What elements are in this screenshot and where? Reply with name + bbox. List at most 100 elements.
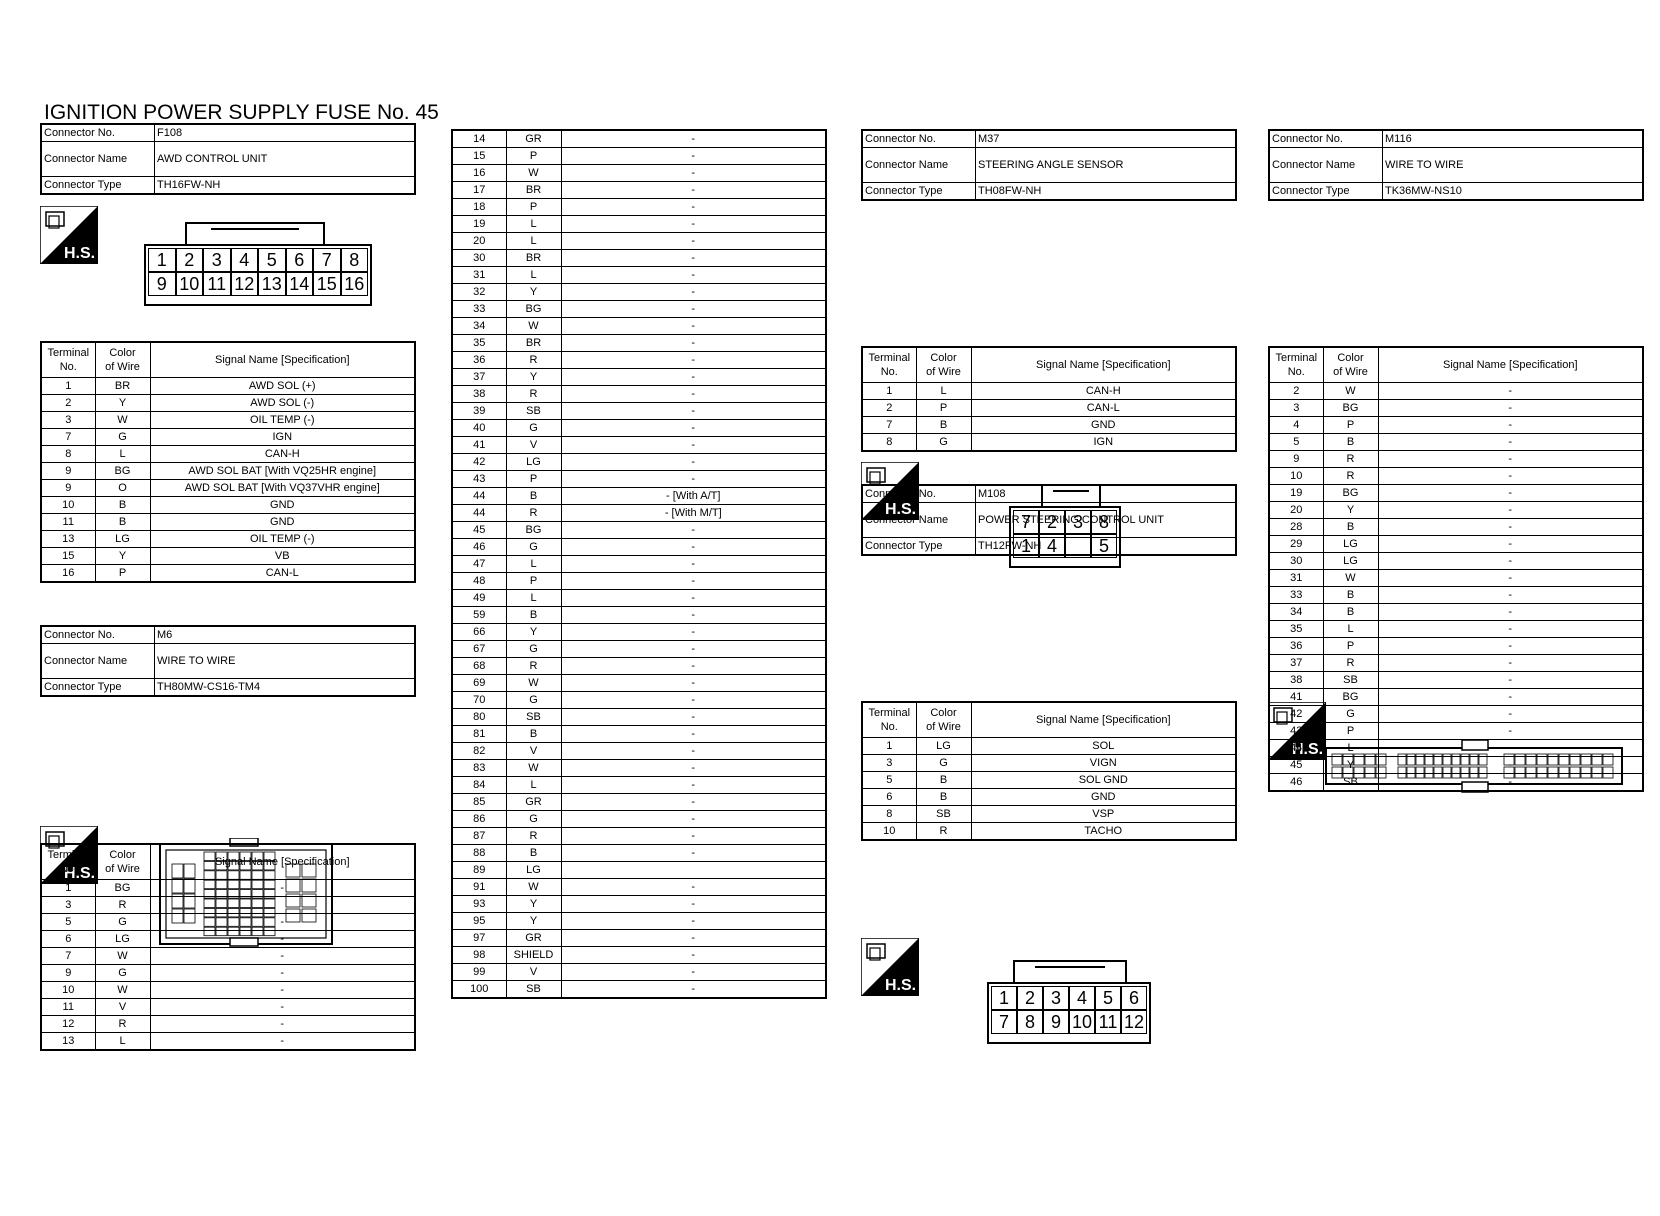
- terminal-cell: 19: [451, 215, 507, 233]
- harness-side-icon: H.S.: [40, 206, 98, 264]
- signal-name-cell: -: [149, 1015, 416, 1033]
- terminal-cell: 34: [451, 317, 507, 335]
- terminal-cell: 42: [1268, 705, 1324, 723]
- signal-name-cell: -: [1377, 705, 1644, 723]
- terminal-cell: 1: [40, 377, 96, 395]
- terminal-cell: 44: [451, 504, 507, 522]
- terminal-cell: 98: [451, 946, 507, 964]
- terminal-cell: 99: [451, 963, 507, 981]
- connector-type-value: TH16FW-NH: [154, 176, 416, 195]
- connector-pin: 4: [1069, 986, 1095, 1010]
- wire-color-cell: W: [505, 164, 562, 182]
- terminal-cell: 19: [1268, 484, 1324, 502]
- signal-name-cell: IGN: [970, 433, 1237, 452]
- signal-name-cell: -: [149, 998, 416, 1016]
- signal-name-cell: -: [560, 963, 827, 981]
- wire-color-cell: B: [915, 771, 972, 789]
- wire-color-cell: LG: [915, 737, 972, 755]
- connector-no-label: Connector No.: [40, 625, 155, 644]
- connector-pin: 11: [1095, 1010, 1121, 1034]
- connector-pin: 9: [1043, 1010, 1069, 1034]
- signal-name-cell: -: [1377, 467, 1644, 485]
- wire-color-cell: W: [94, 981, 151, 999]
- signal-name-cell: -: [1377, 484, 1644, 502]
- connector-name-value: STEERING ANGLE SENSOR: [975, 147, 1237, 183]
- wire-color-cell: G: [94, 964, 151, 982]
- wire-color-cell: W: [94, 411, 151, 429]
- wire-color-cell: G: [915, 433, 972, 452]
- signal-name-cell: IGN: [149, 428, 416, 446]
- signal-name-cell: -: [1377, 739, 1644, 757]
- connector-pin: 2: [1017, 986, 1043, 1010]
- wire-color-cell: R: [1322, 450, 1379, 468]
- wire-color-cell: L: [1322, 739, 1379, 757]
- connector-name-label: Connector Name: [1268, 147, 1383, 183]
- signal-name-cell: VB: [149, 547, 416, 565]
- signal-name-cell: -: [1377, 671, 1644, 689]
- wire-color-cell: L: [505, 266, 562, 284]
- wire-color-cell: B: [505, 725, 562, 743]
- wire-color-cell: GR: [505, 129, 562, 148]
- wire-color-cell: R: [94, 1015, 151, 1033]
- terminal-cell: 33: [451, 300, 507, 318]
- signal-name-cell: AWD SOL (-): [149, 394, 416, 412]
- terminal-cell: 38: [451, 385, 507, 403]
- svg-text:H.S.: H.S.: [885, 977, 916, 994]
- signal-name-cell: -: [560, 725, 827, 743]
- terminal-cell: 15: [451, 147, 507, 165]
- wire-color-cell: BR: [94, 377, 151, 395]
- connector-type-value: TH80MW-CS16-TM4: [154, 678, 416, 697]
- connector-pin: 5: [1095, 986, 1121, 1010]
- terminal-cell: 37: [1268, 654, 1324, 672]
- terminal-cell: 17: [451, 181, 507, 199]
- terminal-cell: 13: [40, 1032, 96, 1051]
- signal-name-cell: -: [560, 980, 827, 999]
- terminal-cell: 83: [451, 759, 507, 777]
- connector-latch: [185, 222, 325, 246]
- signal-name-cell: -: [1377, 773, 1644, 792]
- terminal-cell: 16: [40, 564, 96, 583]
- connector-pin: 11: [203, 272, 231, 296]
- terminal-cell: 20: [1268, 501, 1324, 519]
- terminal-cell: 97: [451, 929, 507, 947]
- wire-color-cell: Y: [505, 912, 562, 930]
- signal-name-cell: -: [560, 572, 827, 590]
- connector-pin: 6: [285, 248, 313, 272]
- page-title: IGNITION POWER SUPPLY FUSE No. 45: [44, 101, 439, 124]
- connector-pin: 6: [1121, 986, 1147, 1010]
- wire-color-cell: R: [505, 504, 562, 522]
- wire-color-cell: SB: [505, 980, 562, 999]
- wire-color-cell: L: [915, 382, 972, 400]
- terminal-cell: 30: [451, 249, 507, 267]
- wire-color-cell: LG: [1322, 552, 1379, 570]
- signal-name-cell: -: [1377, 501, 1644, 519]
- wire-color-cell: L: [505, 215, 562, 233]
- signal-name-cell: -: [1377, 535, 1644, 553]
- wire-color-cell: SHIELD: [505, 946, 562, 964]
- terminal-cell: 1: [861, 382, 917, 400]
